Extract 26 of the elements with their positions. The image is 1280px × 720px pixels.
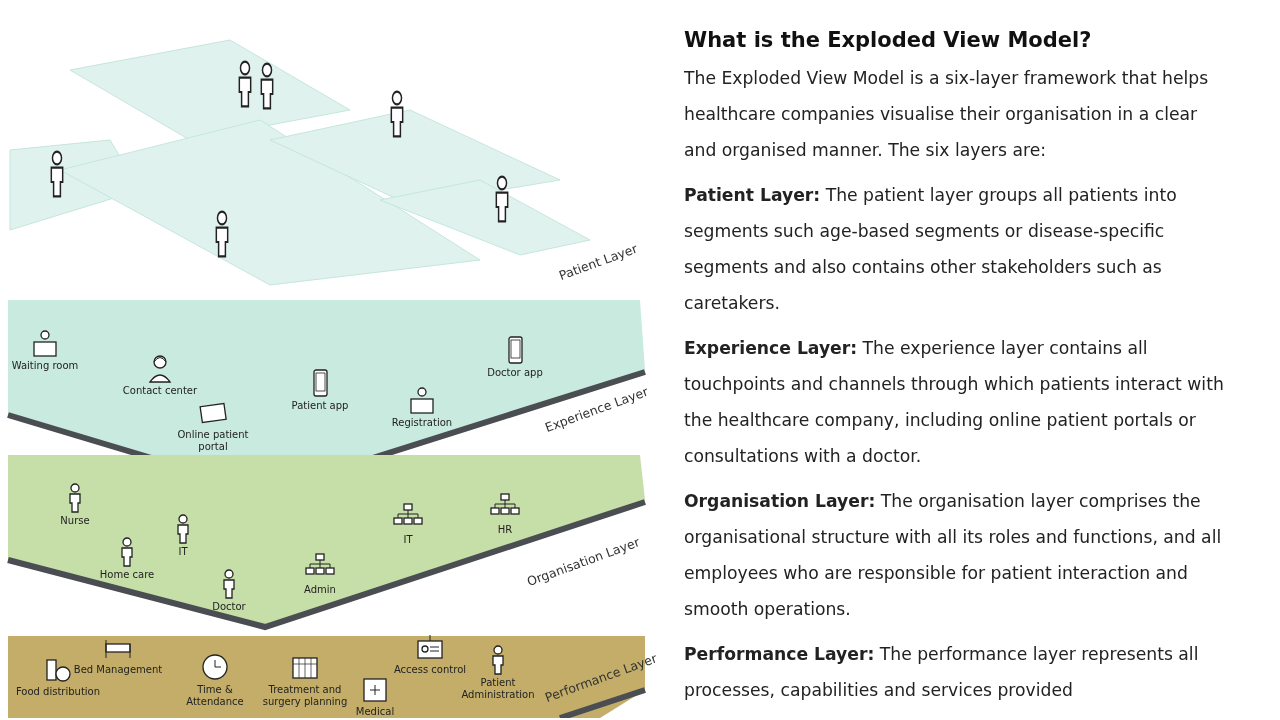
item-label: IT [403,534,413,546]
item-label: Nurse [60,515,90,527]
item-label: Doctor app [487,367,543,379]
item-label: Medical [355,706,395,718]
item-label: Home care [99,569,155,581]
paragraph: The Exploded View Model is a six-layer framework that helps healthcare companies visualise their organisation in a clear and organised manner. The six layers are: [684,67,1210,162]
item-label: HR [497,524,513,536]
item-label: Doctor [212,601,246,613]
item-label: Online patient portal [176,429,250,453]
item-label: Admin [304,584,336,596]
paragraph: Patient Layer: The patient layer groups all patients into segments such age-based segments or disease-specific segments and also contains other stakeholders such as caretakers. [684,184,1178,315]
item-label: Waiting room [11,360,79,372]
heading: What is the Exploded View Model? [684,28,1093,52]
item-label: IT [178,546,188,558]
paragraph: Performance Layer: The performance layer represents all processes, capabilities and services provided [684,643,1200,702]
item-label: Registration [391,417,453,429]
paragraph: Experience Layer: The experience layer contains all touchpoints and channels through which patients interact with the healthcare company, including online patient portals or consultations with a doctor. [684,337,1224,468]
item-label: Food distribution [15,686,101,698]
item-label: Bed Management [73,664,163,676]
item-label: Patient Administration [460,677,536,701]
item-label: Contact center [122,385,198,397]
paragraph: Organisation Layer: The organisation layer comprises the organisational structure with all its roles and functions, and all employees who are responsible for patient interaction and smooth operations. [684,490,1223,621]
item-label: Time & Attendance [185,684,245,708]
item-label: Patient app [291,400,349,412]
item-label: Access control [393,664,467,676]
item-label: Treatment and surgery planning [261,684,349,708]
